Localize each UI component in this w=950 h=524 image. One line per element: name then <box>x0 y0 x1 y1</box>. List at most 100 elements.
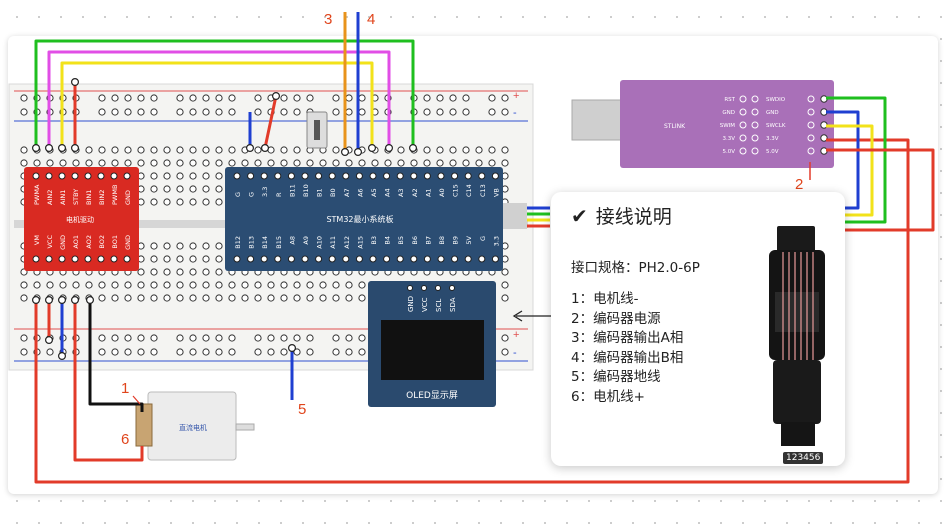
wires <box>34 12 935 484</box>
pin-label: A2 <box>411 188 419 197</box>
breadboard-hole <box>293 108 301 116</box>
wire-red-bottom-1 <box>34 138 910 484</box>
wire-red-button <box>263 95 278 149</box>
breadboard-hole <box>423 159 431 167</box>
pin-hole <box>97 255 105 263</box>
pin-hole <box>110 172 118 180</box>
wire-end-dots <box>31 77 418 361</box>
breadboard-hole <box>202 348 210 356</box>
pin-hole <box>45 255 53 263</box>
oled-title: OLED显示屏 <box>406 390 458 401</box>
breadboard-hole <box>202 185 210 193</box>
notes-title-row: ✔ 接线说明 <box>571 202 672 229</box>
pin-description-list: 1：电机线- 2：编码器电源 3：编码器输出A相 4：编码器输出B相 5：编码器… <box>571 290 683 407</box>
pin-hole <box>407 285 413 291</box>
breadboard-hole <box>98 281 106 289</box>
pin-label: 5.0V <box>766 149 779 155</box>
pin-description-item: 5：编码器地线 <box>571 369 661 385</box>
pin-label: AIN1 <box>59 190 67 205</box>
pin-description-item: 2：编码器电源 <box>571 310 661 327</box>
pin-label: B1 <box>316 188 324 197</box>
callout-number-5: 5 <box>298 401 306 418</box>
breadboard-hole <box>202 159 210 167</box>
pin-hole <box>739 95 747 103</box>
pin-hole <box>807 134 815 142</box>
breadboard-hole <box>280 108 288 116</box>
pin-hole <box>71 255 79 263</box>
breadboard-hole <box>150 334 158 342</box>
breadboard-hole <box>189 294 197 302</box>
oled-screen <box>381 320 484 380</box>
breadboard-hole <box>111 348 119 356</box>
breadboard-hole <box>215 172 223 180</box>
wire-end-dot <box>44 336 53 345</box>
pin-label: VM <box>33 235 41 245</box>
breadboard-hole <box>332 159 340 167</box>
breadboard-hole <box>150 281 158 289</box>
wire-end-dot <box>246 144 255 153</box>
pin-label: B8 <box>438 236 446 245</box>
pin-hole <box>820 134 828 142</box>
breadboard-hole <box>332 108 340 116</box>
pin-hole <box>739 147 747 155</box>
breadboard-hole <box>215 348 223 356</box>
pin-label: A1 <box>424 188 432 197</box>
breadboard-hole <box>397 146 405 154</box>
stm32-usb-port <box>503 203 527 229</box>
pin-hole <box>260 172 268 180</box>
breadboard-hole <box>358 334 366 342</box>
breadboard-hole <box>202 242 210 250</box>
breadboard-hole <box>228 334 236 342</box>
breadboard-hole <box>280 348 288 356</box>
push-button-cap <box>314 120 320 140</box>
breadboard-hole <box>345 281 353 289</box>
breadboard-hole <box>306 348 314 356</box>
breadboard-hole <box>215 242 223 250</box>
pin-label: SWIM <box>720 123 736 129</box>
pin-hole <box>410 255 418 263</box>
breadboard-hole <box>137 268 145 276</box>
pin-hole <box>32 172 40 180</box>
pin-hole <box>751 121 759 129</box>
breadboard-hole <box>163 294 171 302</box>
breadboard-hole <box>20 146 28 154</box>
breadboard-hole <box>215 268 223 276</box>
breadboard-hole <box>319 159 327 167</box>
pin-label: B5 <box>397 236 405 245</box>
breadboard-hole <box>176 94 184 102</box>
wire-end-dot <box>385 144 394 153</box>
pin-hole <box>464 172 472 180</box>
pin-hole <box>287 172 295 180</box>
pin-hole <box>464 255 472 263</box>
breadboard-hole <box>150 242 158 250</box>
breadboard-hole <box>293 348 301 356</box>
breadboard-hole <box>280 294 288 302</box>
breadboard-hole <box>462 94 470 102</box>
wire-green-stlink <box>826 96 887 224</box>
connector-pin-label: 123456 <box>783 452 824 464</box>
breadboard-hole <box>319 294 327 302</box>
pin-hole <box>491 172 499 180</box>
breadboard-hole <box>150 255 158 263</box>
pin-hole <box>355 255 363 263</box>
breadboard-hole <box>280 281 288 289</box>
breadboard-hole <box>150 185 158 193</box>
pin-hole <box>449 285 455 291</box>
breadboard-hole <box>98 348 106 356</box>
breadboard-hole <box>397 159 405 167</box>
breadboard-hole <box>20 94 28 102</box>
breadboard-hole <box>267 281 275 289</box>
breadboard-hole <box>241 159 249 167</box>
breadboard-hole <box>319 281 327 289</box>
wire-end-dot <box>85 296 94 305</box>
wire-end-dot <box>354 148 363 157</box>
pin-hole <box>328 255 336 263</box>
breadboard-hole <box>358 94 366 102</box>
breadboard-hole <box>293 294 301 302</box>
breadboard-hole <box>150 94 158 102</box>
breadboard-hole <box>254 334 262 342</box>
breadboard-hole <box>137 94 145 102</box>
